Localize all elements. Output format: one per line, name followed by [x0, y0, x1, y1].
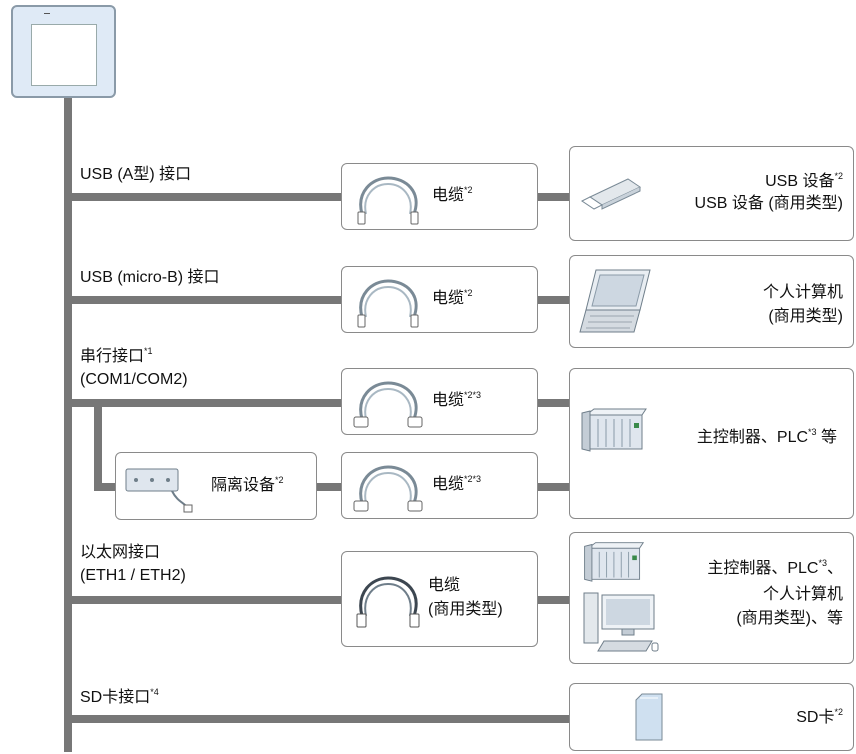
- branch-usb-micro-2: [537, 296, 570, 304]
- usb-a-cable-label: 电缆*2: [432, 184, 473, 204]
- laptop-icon: [579, 269, 651, 333]
- ethernet-cable-box: 电缆 (商用类型): [341, 551, 538, 647]
- usb-stick-icon: [581, 178, 642, 210]
- serial-cable-box-2: 电缆*2*3: [341, 452, 538, 519]
- cable-icon: [356, 576, 420, 628]
- sd-card-box: SD卡*2: [569, 683, 854, 751]
- usb-a-cable-box: 电缆*2: [341, 163, 538, 230]
- branch-iso-cable: [316, 483, 344, 491]
- branch-serial-sub: [94, 407, 102, 491]
- pc-box: 个人计算机 (商用类型): [569, 255, 854, 348]
- branch-usb-a-2: [537, 193, 570, 201]
- usb-micro-cable-box: 电缆*2: [341, 266, 538, 333]
- plc-icon: [584, 542, 645, 582]
- sd-interface-label: SD卡接口*4: [80, 686, 159, 706]
- hmi-panel-icon: [11, 5, 116, 98]
- usb-micro-interface-label: USB (micro-B) 接口: [80, 269, 220, 286]
- ethernet-cable-sublabel: (商用类型): [428, 601, 503, 618]
- usb-device-commercial-label: USB 设备 (商用类型): [694, 195, 843, 212]
- isolation-device-box: 隔离设备*2: [115, 452, 317, 520]
- usb-micro-cable-label: 电缆*2: [432, 287, 473, 307]
- ethernet-devices-label: 主控制器、PLC*3、: [707, 557, 843, 577]
- ethernet-pc-commercial-label: (商用类型)、等: [736, 610, 843, 627]
- serial-cable-label-2: 电缆*2*3: [432, 473, 482, 493]
- plc-icon: [581, 408, 647, 452]
- branch-usb-micro: [72, 296, 344, 304]
- cable-icon: [357, 279, 419, 328]
- usb-device-box: USB 设备*2 USB 设备 (商用类型): [569, 146, 854, 241]
- isolation-device-label: 隔离设备*2: [211, 474, 284, 494]
- serial-cable-label-1: 电缆*2*3: [432, 389, 482, 409]
- ethernet-pc-label: 个人计算机: [762, 586, 843, 603]
- controller-box: 主控制器、PLC*3 等: [569, 368, 854, 519]
- pc-label: 个人计算机: [762, 284, 843, 301]
- branch-serial: [72, 399, 344, 407]
- main-trunk: [64, 98, 72, 752]
- serial-interface-label: 串行接口*1: [80, 345, 153, 365]
- branch-ethernet: [72, 596, 344, 604]
- pc-commercial-label: (商用类型): [768, 308, 843, 325]
- sd-card-icon: [635, 693, 663, 741]
- ethernet-interface-sublabel: (ETH1 / ETH2): [80, 567, 186, 584]
- serial-cable-box-1: 电缆*2*3: [341, 368, 538, 435]
- usb-device-label: USB 设备*2: [765, 170, 843, 190]
- branch-serial-2: [537, 399, 570, 407]
- ethernet-interface-label: 以太网接口: [80, 544, 161, 561]
- branch-ethernet-2: [537, 596, 570, 604]
- usb-a-interface-label: USB (A型) 接口: [80, 166, 192, 183]
- cable-icon: [353, 465, 423, 512]
- branch-serial-iso: [94, 483, 116, 491]
- branch-usb-a: [72, 193, 344, 201]
- ethernet-cable-label: 电缆: [428, 577, 461, 594]
- isolation-device-icon: [125, 468, 193, 513]
- desktop-pc-icon: [583, 592, 659, 652]
- branch-iso-cable-2: [537, 483, 570, 491]
- branch-sd: [64, 715, 570, 723]
- sd-card-label: SD卡*2: [796, 706, 843, 726]
- cable-icon: [353, 381, 423, 428]
- controller-label: 主控制器、PLC*3 等: [696, 426, 837, 446]
- ethernet-devices-box: 主控制器、PLC*3、 个人计算机 (商用类型)、等: [569, 532, 854, 664]
- serial-interface-sublabel: (COM1/COM2): [80, 371, 188, 388]
- cable-icon: [357, 176, 419, 225]
